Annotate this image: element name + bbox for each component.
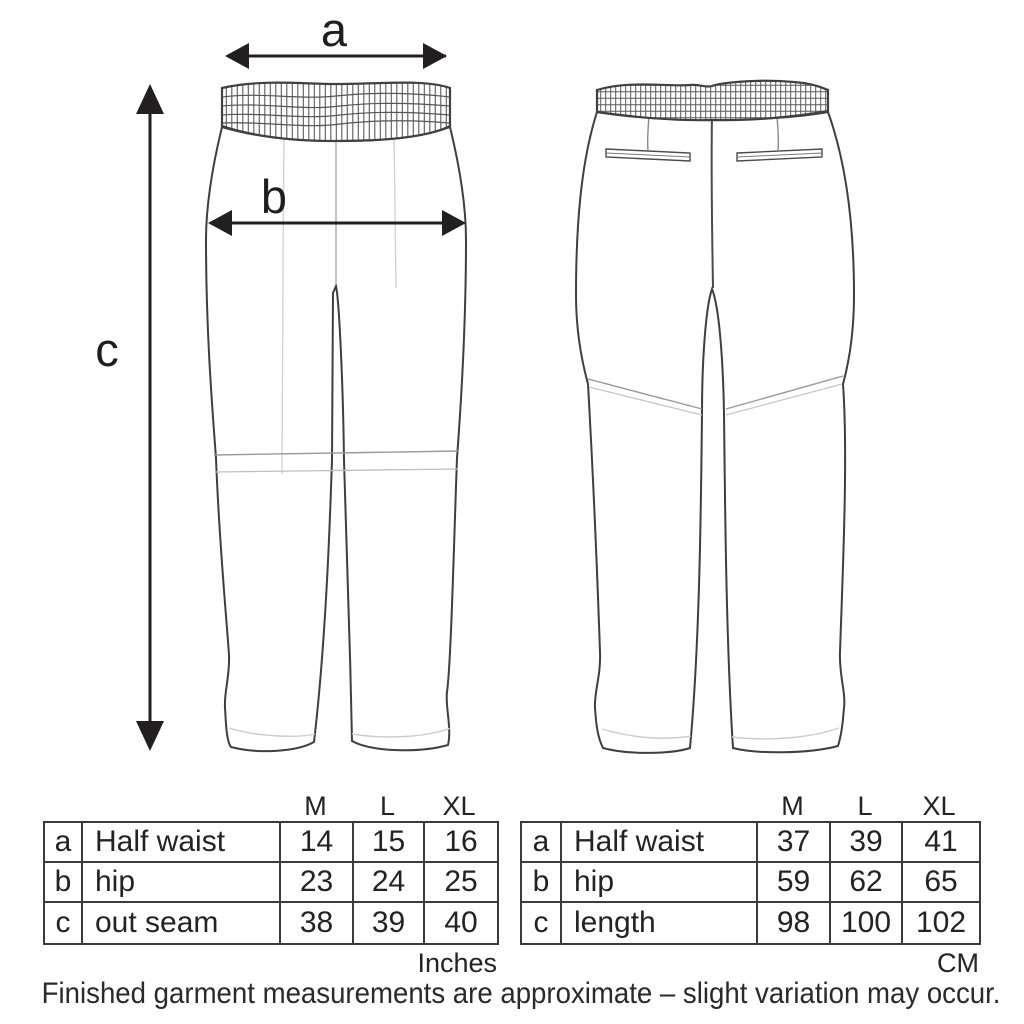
row-label: hip xyxy=(562,863,758,903)
value-l: 100 xyxy=(831,903,903,943)
front-waistband xyxy=(220,81,452,143)
size-header-m: M xyxy=(304,791,327,821)
measure-label-b: b xyxy=(261,170,287,223)
row-key: a xyxy=(522,823,562,863)
row-label: Half waist xyxy=(83,823,281,863)
pants-technical-drawing: a b c xyxy=(95,3,856,754)
inches-size-table: M L XL a Half waist 14 15 16 b hip 23 24… xyxy=(43,791,499,979)
back-pants-outline xyxy=(574,110,856,754)
value-xl: 41 xyxy=(903,823,979,863)
back-knee-seam-left-lower xyxy=(588,386,703,416)
back-pocket-left xyxy=(605,148,691,162)
value-m: 14 xyxy=(281,823,354,863)
measurement-disclaimer: Finished garment measurements are approx… xyxy=(0,977,1024,1011)
back-dart-right xyxy=(776,115,780,151)
value-l: 15 xyxy=(354,823,425,863)
row-key: b xyxy=(45,863,83,903)
arrowhead-down xyxy=(136,721,164,751)
row-label: hip xyxy=(83,863,281,903)
arrowhead-up xyxy=(136,84,164,114)
size-header-xl: XL xyxy=(922,791,956,821)
value-xl: 16 xyxy=(425,823,497,863)
back-hem-stitch-left xyxy=(601,728,692,739)
value-m: 59 xyxy=(758,863,831,903)
row-key: b xyxy=(522,863,562,903)
front-view-drawing xyxy=(204,81,468,753)
back-hem-stitch-right xyxy=(731,727,840,740)
front-knee-seam-upper xyxy=(213,450,460,456)
front-crease-left xyxy=(281,132,285,475)
measurement-disclaimer-text: Finished garment measurements are approx… xyxy=(41,977,1001,1010)
cm-size-header-row: M L XL xyxy=(520,791,981,821)
front-hem-stitch-right xyxy=(351,727,452,738)
back-knee-seam-right-upper xyxy=(725,375,844,410)
size-header-xl: XL xyxy=(442,791,476,821)
back-view-drawing xyxy=(574,79,856,754)
size-header-l: L xyxy=(379,791,396,821)
value-xl: 65 xyxy=(903,863,979,903)
measure-label-a: a xyxy=(321,3,348,56)
measure-arrow-c xyxy=(136,84,164,751)
back-center-seam xyxy=(710,115,714,289)
arrowhead-right xyxy=(423,43,447,69)
size-header-l: L xyxy=(857,791,873,821)
front-knee-seam-lower xyxy=(214,468,459,473)
value-l: 24 xyxy=(354,863,425,903)
back-dart-left xyxy=(646,115,650,151)
back-waistband xyxy=(595,79,830,122)
value-l: 39 xyxy=(354,903,425,943)
value-m: 38 xyxy=(281,903,354,943)
unit-label-inches: Inches xyxy=(417,948,497,978)
measure-label-c: c xyxy=(95,323,119,376)
front-waistband-gather-lines xyxy=(221,92,451,127)
back-pocket-right xyxy=(736,148,823,162)
row-label: out seam xyxy=(83,903,281,943)
value-m: 37 xyxy=(758,823,831,863)
front-pants-outline xyxy=(204,125,468,753)
arrowhead-left xyxy=(208,210,232,236)
row-key: c xyxy=(522,903,562,943)
arrowhead-right xyxy=(442,210,466,236)
value-m: 98 xyxy=(758,903,831,943)
inches-size-header-row: M L XL xyxy=(43,791,499,821)
cm-table-grid: a Half waist 37 39 41 b hip 59 62 65 c l… xyxy=(520,821,981,945)
value-m: 23 xyxy=(281,863,354,903)
measure-arrow-b xyxy=(208,210,466,236)
unit-label-cm: CM xyxy=(937,948,979,978)
value-l: 62 xyxy=(831,863,903,903)
row-label: length xyxy=(562,903,758,943)
front-hem-stitch-left xyxy=(228,727,316,737)
value-xl: 102 xyxy=(915,906,967,939)
value-xl: 25 xyxy=(425,863,497,903)
back-knee-seam-left-upper xyxy=(587,378,703,410)
cm-size-table: M L XL a Half waist 37 39 41 b hip 59 62… xyxy=(520,791,981,979)
back-knee-seam-right-lower xyxy=(725,383,843,416)
measure-arrow-a xyxy=(225,43,447,69)
inches-table-grid: a Half waist 14 15 16 b hip 23 24 25 c o… xyxy=(43,821,499,945)
arrowhead-left xyxy=(225,43,249,69)
value-l: 39 xyxy=(831,823,903,863)
row-key: a xyxy=(45,823,83,863)
size-header-m: M xyxy=(781,791,804,821)
row-key: c xyxy=(45,903,83,943)
row-label: Half waist xyxy=(562,823,758,863)
value-xl: 40 xyxy=(444,906,478,939)
